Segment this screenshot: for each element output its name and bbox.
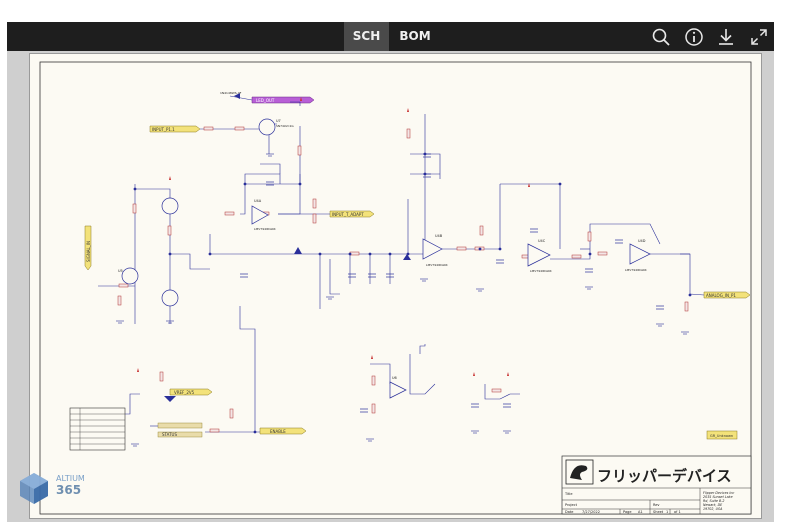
schematic-drawing: INPUT_P1.1 LED_OUT INPUT_T_ADAPT ANALOG_… (39, 61, 752, 515)
company-name-jp: フリッパーデバイス (597, 467, 732, 485)
svg-text:1: 1 (666, 510, 668, 514)
opamp-labels: U4A LMV794IDGKR U4B LMV794IDGKR U4C LMV7… (254, 199, 647, 380)
opamp-u6 (389, 381, 407, 399)
junctions (133, 152, 692, 434)
title-block (561, 455, 752, 515)
net-flag-led: LED_OUT (251, 96, 315, 104)
svg-text:Rd, Suite B-2: Rd, Suite B-2 (703, 499, 724, 503)
svg-text:U4B: U4B (435, 234, 443, 238)
transistor-q1 (161, 197, 179, 215)
altium-cube-icon (20, 473, 48, 504)
svg-text:Sheet: Sheet (653, 510, 664, 514)
svg-text:Newark, DE: Newark, DE (703, 503, 723, 507)
svg-text:Project: Project (565, 503, 578, 507)
transistor-u7 (258, 118, 276, 136)
diodes (164, 93, 411, 402)
svg-text:U4D: U4D (638, 239, 646, 243)
title-block-text: フリッパーデバイス Title Project Rev Date 7/27/20… (564, 467, 734, 514)
schematic-sheet[interactable]: INPUT_P1.1 LED_OUT INPUT_T_ADAPT ANALOG_… (29, 53, 762, 519)
net-flag-in-left: SIGNAL_IN (84, 225, 92, 271)
svg-text:INPUT_T_ADAPT: INPUT_T_ADAPT (332, 212, 364, 217)
svg-text:2035 Sunset Lake: 2035 Sunset Lake (703, 495, 733, 499)
svg-text:LMV794IDGKR: LMV794IDGKR (530, 269, 552, 273)
svg-text:LMV794IDGKR: LMV794IDGKR (426, 263, 448, 267)
transistor-labels: U7 SN74LVC1G U5 (118, 119, 294, 273)
connector-j1 (69, 407, 126, 451)
svg-text:INPUT_P1.1: INPUT_P1.1 (152, 127, 175, 132)
transistors (121, 118, 276, 307)
search-icon[interactable] (650, 26, 672, 48)
svg-text:of 1: of 1 (674, 510, 681, 514)
svg-text:19702, USA: 19702, USA (703, 507, 723, 511)
tab-bom[interactable]: BOM (399, 29, 431, 43)
altium-brand-text: ALTIUM (56, 474, 85, 483)
wires (98, 95, 705, 433)
svg-text:7/27/2022: 7/27/2022 (582, 510, 600, 514)
svg-text:Date: Date (565, 510, 573, 514)
svg-text:U5: U5 (118, 269, 123, 273)
capacitors (240, 153, 664, 413)
svg-text:Flipper Devices Inc: Flipper Devices Inc (703, 491, 734, 495)
net-flag-enable: ENABLE (259, 427, 307, 435)
svg-text:SIGNAL_IN: SIGNAL_IN (86, 241, 91, 262)
svg-text:U6: U6 (392, 376, 397, 380)
opamp-u4c (527, 243, 551, 267)
svg-text:LMV794IDGKR: LMV794IDGKR (625, 268, 647, 272)
opamps (251, 205, 651, 399)
svg-text:U4A: U4A (254, 199, 262, 203)
misc-label-box: GR_Unknown (706, 430, 738, 440)
net-flag-out-right: ANALOG_IN_P1 (703, 291, 751, 299)
svg-text:ENABLE: ENABLE (270, 429, 286, 434)
svg-text:ANALOG_IN_P1: ANALOG_IN_P1 (706, 293, 736, 298)
resistors (117, 126, 689, 433)
viewer-toolbar: SCH BOM (7, 22, 774, 51)
ground-symbols (116, 153, 689, 447)
tab-sch[interactable]: SCH (344, 22, 389, 51)
svg-text:Rev: Rev (653, 503, 660, 507)
svg-text:VREF_2V5: VREF_2V5 (174, 390, 195, 395)
svg-text:U4C: U4C (538, 239, 546, 243)
svg-text:Page: Page (623, 510, 631, 514)
svg-text:LED_OUT: LED_OUT (256, 98, 275, 103)
fullscreen-icon[interactable] (748, 26, 770, 48)
svg-text:SN74LVC1G: SN74LVC1G (276, 124, 294, 128)
download-icon[interactable] (715, 26, 737, 48)
opamp-u4a (251, 205, 269, 225)
transistor-q2 (161, 289, 179, 307)
sheet-border (39, 61, 752, 515)
net-flag-vref: VREF_2V5 (169, 388, 213, 396)
opamp-u4b (422, 238, 443, 260)
net-flag-input-top: INPUT_P1.1 (149, 125, 201, 133)
net-flag-status: STATUS (157, 422, 203, 438)
diode-label: 1N4148WS-7F (220, 91, 242, 95)
transistor-u5 (121, 267, 139, 285)
svg-text:U7: U7 (276, 119, 281, 123)
svg-text:GR_Unknown: GR_Unknown (710, 434, 733, 438)
company-logo-icon (565, 459, 594, 485)
net-flag-out-mid: INPUT_T_ADAPT (329, 210, 375, 218)
svg-text:LMV794IDGKR: LMV794IDGKR (254, 227, 276, 231)
altium-365-text: 365 (56, 483, 82, 497)
svg-text:Title: Title (564, 492, 573, 496)
svg-text:A1: A1 (638, 510, 643, 514)
power-flags (137, 97, 530, 376)
altium-365-logo: ALTIUM 365 (16, 471, 96, 505)
opamp-u4d (629, 243, 651, 265)
svg-text:STATUS: STATUS (162, 432, 177, 437)
info-icon[interactable] (683, 26, 705, 48)
